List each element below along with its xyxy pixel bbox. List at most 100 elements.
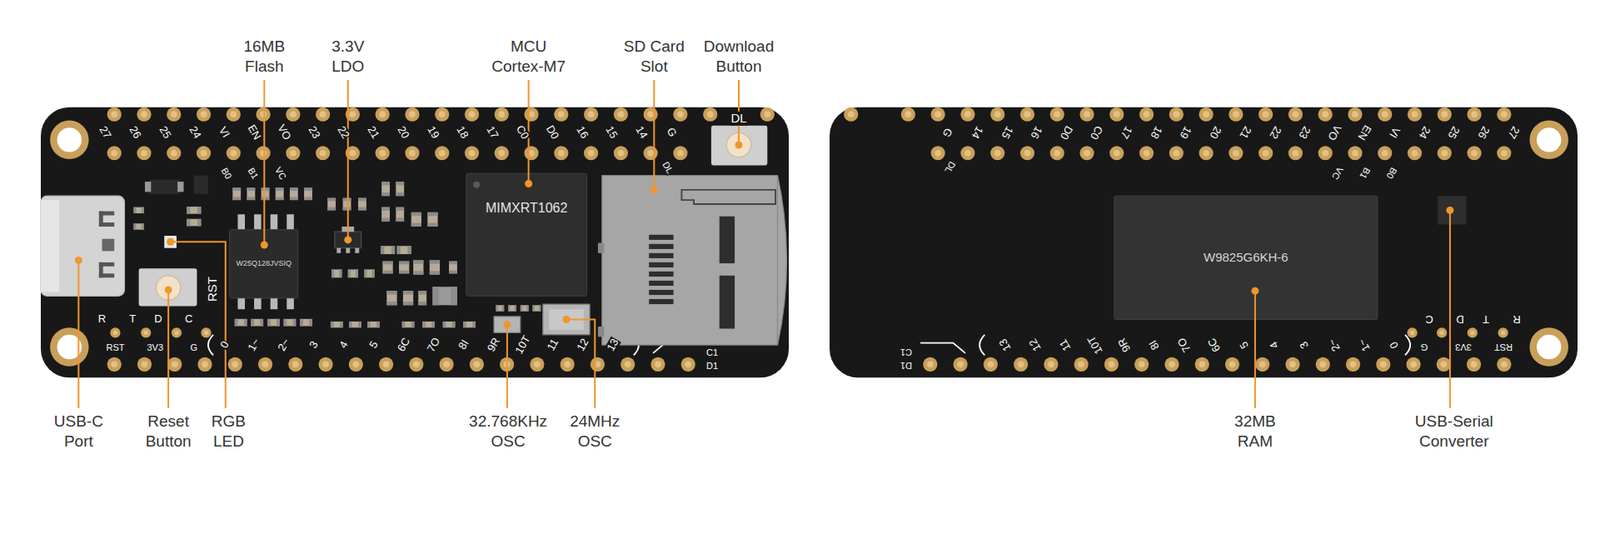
smd-body [429,259,440,275]
pad [1169,107,1184,122]
pad [375,107,390,122]
smd-terminal [186,206,190,215]
sd-contact [648,280,673,286]
pad [408,357,424,372]
smd-terminal [411,321,415,328]
pad-hole [1172,149,1180,157]
silkscreen-label: 3V3 [145,341,165,352]
pad [590,357,605,372]
pad-hole [498,149,505,157]
smd-component [395,207,404,222]
pad [583,145,599,160]
pad [1258,107,1273,122]
mounting-hole-center [1536,334,1561,359]
pad [843,107,858,122]
pad-hole [1083,149,1091,157]
callout-text: 16MB Flash [243,37,285,75]
pad [226,107,241,122]
pad-hole [319,149,327,157]
smd-component [381,181,390,196]
smd-body [250,319,264,327]
smd-body [422,321,435,328]
pad [702,107,718,122]
pin-label: T [1481,313,1491,325]
pad-hole [1143,149,1151,157]
smd-terminal [141,223,145,230]
silkscreen-label: RST [104,341,125,352]
pad-hole [624,361,632,369]
pad-hole [262,361,270,369]
smd-component [284,319,297,327]
smd-body [246,187,255,200]
pad-hole [654,361,662,369]
pad [560,357,575,372]
smd-body [382,261,393,275]
smd-body [381,181,390,196]
callout-text: Download Button [703,37,775,75]
leader-dot [503,320,511,329]
pad [1043,357,1058,372]
mounting-hole-center [57,127,82,152]
pad [553,145,569,160]
pad [650,357,665,372]
smd-terminal [141,207,145,214]
pad-hole [1381,149,1389,157]
pad-hole [677,149,684,157]
silkscreen-bracket [979,334,985,356]
smd-terminal [395,181,404,185]
smd-terminal [343,198,352,202]
chip-marking: MIMXRT1062 [485,199,568,216]
pad [107,357,122,372]
smd-terminal [411,223,422,227]
smd-component [508,304,517,311]
pin-label: RST [205,275,220,303]
pad-hole [1232,149,1240,157]
pad [1050,107,1065,122]
pin-label: D [1455,313,1465,325]
pad [1195,357,1210,372]
silkscreen-label: T [1481,313,1491,325]
smd-terminal [395,207,404,211]
pin-label: D [153,313,163,325]
pad-hole [533,361,541,369]
pad-hole [1470,110,1478,118]
smd-terminal [246,196,255,200]
smd-terminal [284,319,288,327]
pin-label: RST [104,341,125,352]
usb-serial-chip [1437,195,1466,225]
callout-label: USB-Serial Converter [1408,411,1501,452]
pad-hole [1168,361,1176,369]
pad [1104,357,1119,372]
pad [1466,357,1481,372]
pad-hole [1202,110,1210,118]
smd-terminal [502,304,504,311]
pad [1377,107,1392,122]
smd-terminal [232,196,241,200]
smd-component [429,259,440,275]
pad [1079,107,1094,122]
pad-hole [322,361,329,369]
pad-hole [1440,149,1448,157]
pad [672,145,688,160]
pad-hole [677,110,684,118]
smd-component [348,269,359,278]
smd-terminal [472,321,476,328]
smd-terminal [358,321,362,328]
smd-component [381,207,390,222]
pad [672,107,688,122]
smd-component [186,219,201,227]
smd-terminal [495,304,498,311]
pad-hole [1143,110,1151,118]
pad [983,357,998,372]
callout-text: 24MHz OSC [569,412,620,450]
pad-hole [707,110,714,118]
smd-terminal [526,304,529,311]
smd-body [299,319,313,327]
sd-contact [648,234,673,240]
callout-text: MCU Cortex-M7 [491,37,566,75]
pad-hole [1350,361,1357,369]
pad-hole [1411,149,1419,157]
pad [1050,145,1065,160]
pad [197,357,212,372]
callout-label: 24MHz OSC [561,411,629,452]
